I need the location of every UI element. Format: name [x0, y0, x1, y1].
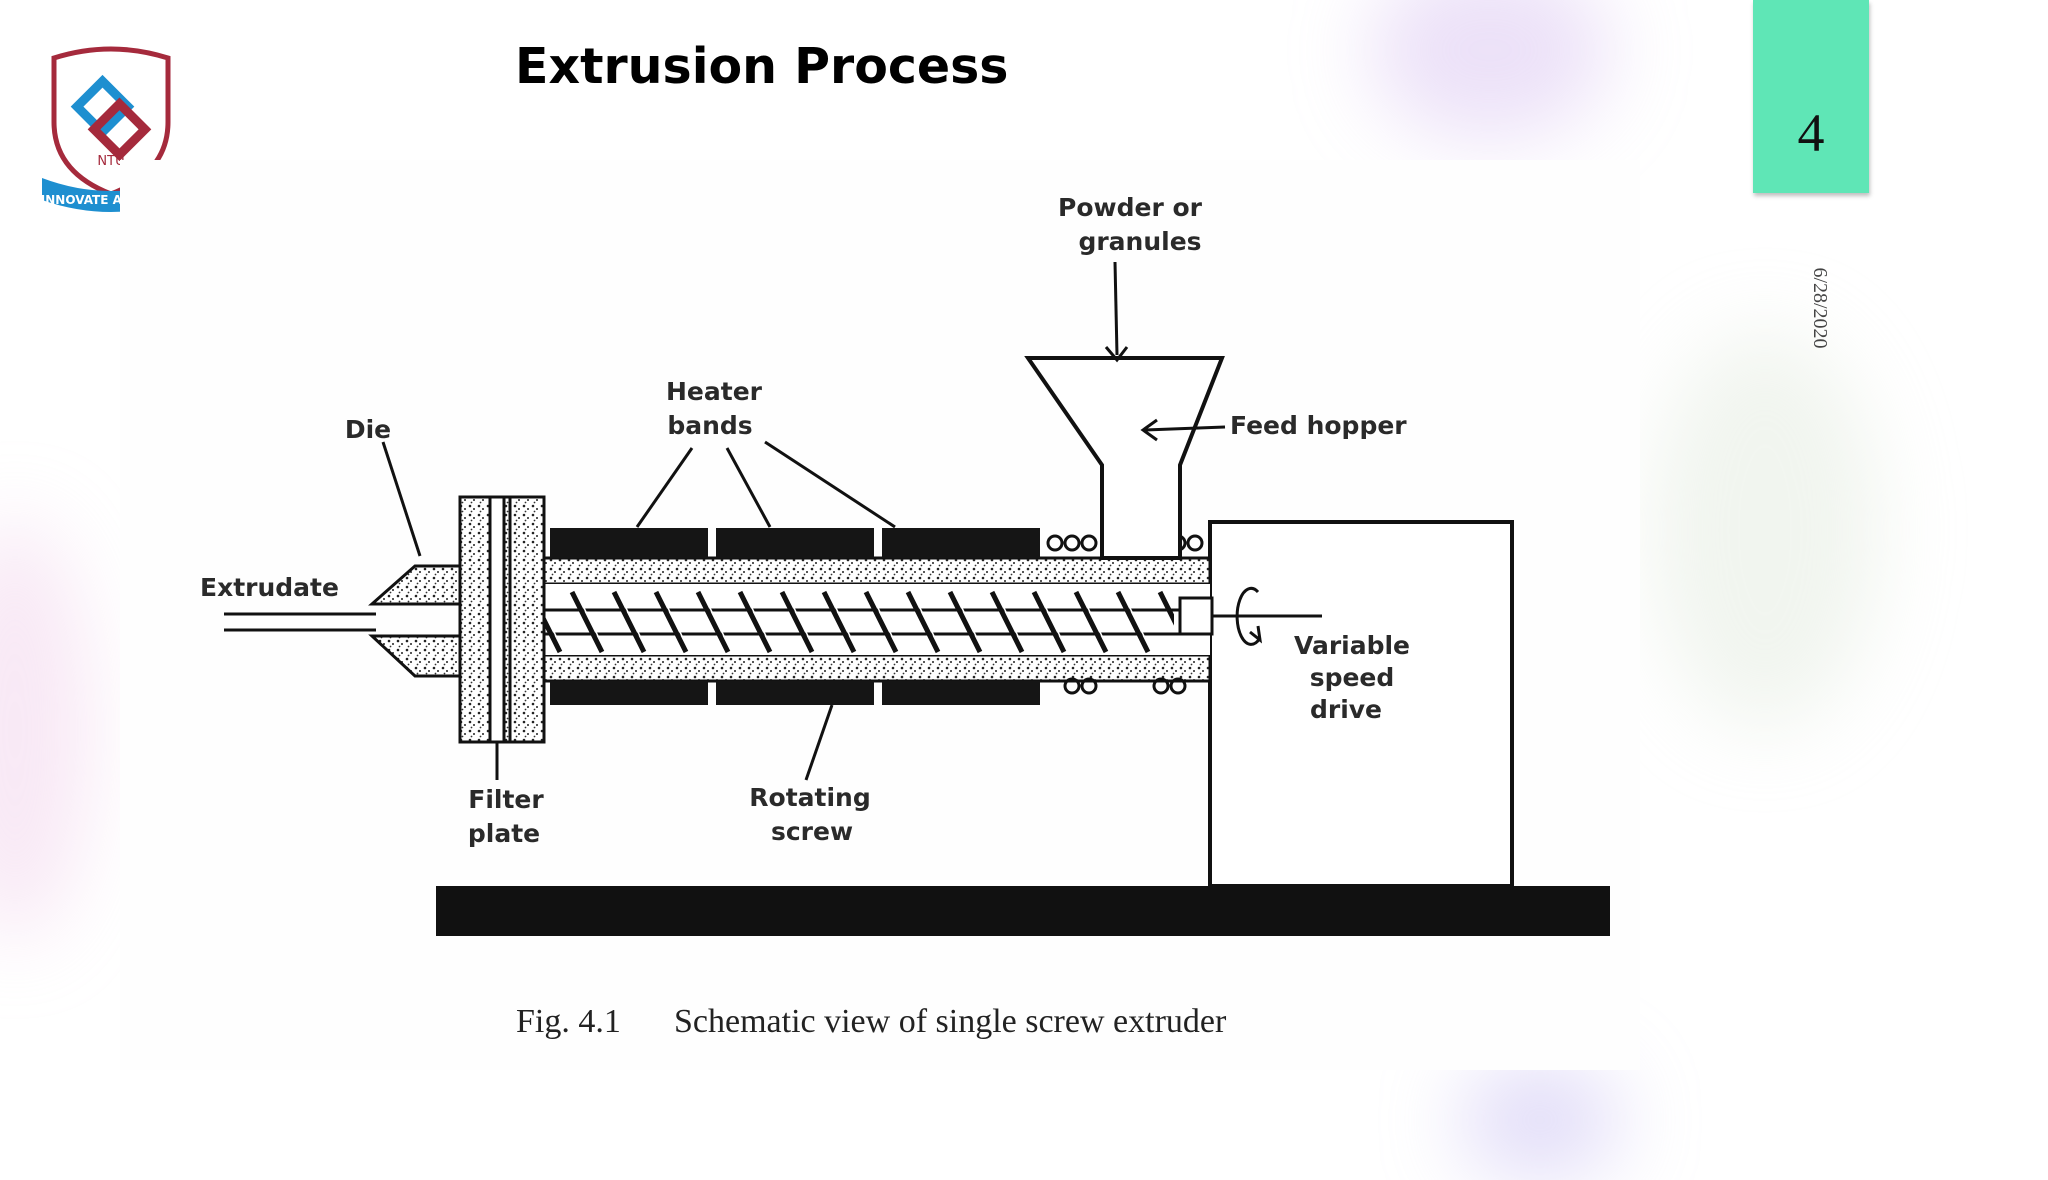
- slide-title: Extrusion Process: [515, 38, 1009, 95]
- label-drive-line-1: Variable: [1294, 631, 1410, 660]
- label-screw-line-1: Rotating: [749, 783, 870, 812]
- feed-hopper: [1024, 356, 1225, 560]
- base-platform: [436, 886, 1610, 936]
- drive-box: [1208, 520, 1514, 888]
- label-filter-line-2: plate: [468, 819, 540, 848]
- barrel-bottom-wall: [513, 653, 1212, 683]
- slide-number-box: 4: [1753, 0, 1869, 193]
- label-extrudate: Extrudate: [200, 573, 339, 602]
- leader-lines: [381, 261, 1226, 781]
- barrel-top-wall: [513, 556, 1212, 586]
- label-heater-line-2: bands: [667, 411, 752, 440]
- logo-initials: NTU: [97, 154, 124, 169]
- flange-filter-plate: [458, 495, 546, 780]
- label-feed-hopper: Feed hopper: [1230, 411, 1407, 440]
- label-powder-line-1: Powder or: [1058, 193, 1203, 222]
- label-screw-line-2: screw: [771, 817, 853, 846]
- slide-number: 4: [1797, 103, 1825, 163]
- background-blob: [1370, 0, 1610, 140]
- figure-caption-text: Schematic view of single screw extruder: [674, 1003, 1227, 1040]
- label-drive-line-2: speed: [1310, 663, 1395, 692]
- label-powder-line-2: granules: [1078, 227, 1201, 256]
- label-filter-line-1: Filter: [468, 785, 544, 814]
- logo-emblem-icon: [70, 74, 152, 162]
- extrudate-strand: [224, 612, 376, 632]
- label-heater-line-1: Heater: [666, 377, 763, 406]
- background-blob: [1650, 330, 1880, 730]
- heater-bands: [550, 528, 1040, 705]
- label-drive-line-3: drive: [1310, 695, 1382, 724]
- rotation-arrow-icon: [1212, 586, 1322, 646]
- die-shape: [368, 564, 462, 678]
- label-die: Die: [345, 415, 391, 444]
- extruder-diagram: Powder or granules Heater bands Die Feed…: [200, 193, 1610, 1040]
- figure-caption-number: Fig. 4.1: [516, 1003, 621, 1040]
